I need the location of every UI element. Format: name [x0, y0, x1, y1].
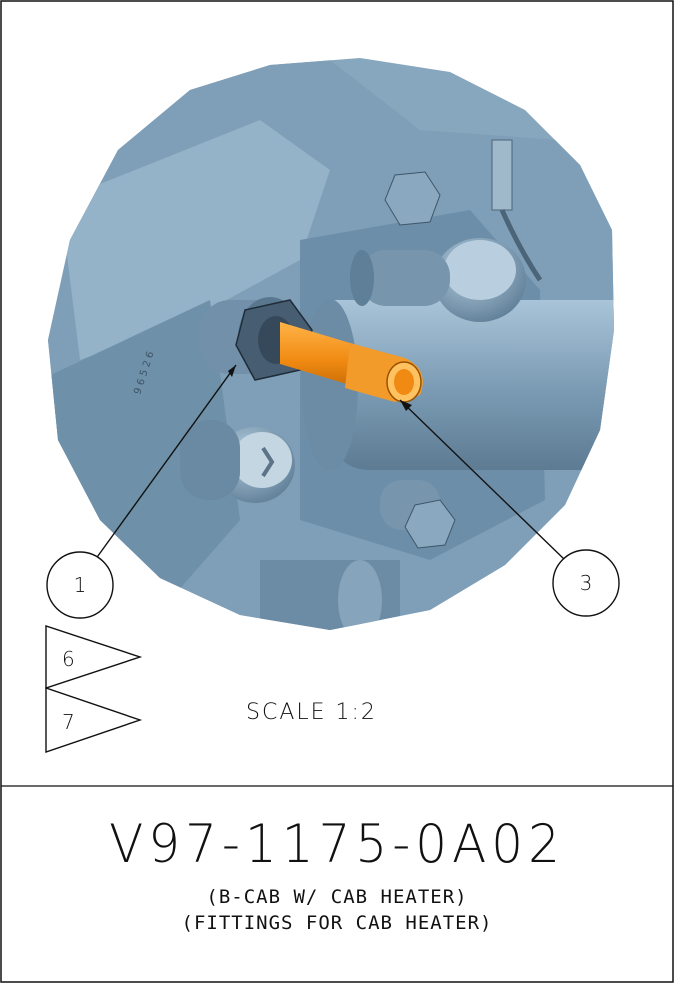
leader-arrow-1: [228, 365, 236, 377]
flag-note-6: [45, 625, 143, 689]
flag-note-6-label: 6: [62, 647, 75, 671]
part-number: V97-1175-0A02: [109, 813, 565, 875]
leader-line-3: [399, 399, 566, 561]
balloon-1: [46, 551, 114, 619]
balloon-3: [552, 549, 620, 617]
title-line-1: (B-CAB W/ CAB HEATER): [206, 886, 468, 908]
title-line-2: (FITTINGS FOR CAB HEATER): [181, 912, 493, 934]
balloon-3-label: 3: [580, 571, 593, 595]
leader-line-1: [94, 364, 237, 561]
flag-note-7: [45, 687, 143, 753]
flag-note-7-label: 7: [62, 710, 75, 734]
balloon-1-label: 1: [74, 573, 87, 597]
detail-view: 9 6 5 2 6: [48, 58, 614, 630]
scale-label: SCALE 1:2: [246, 700, 377, 725]
leader-arrow-3: [400, 400, 412, 411]
